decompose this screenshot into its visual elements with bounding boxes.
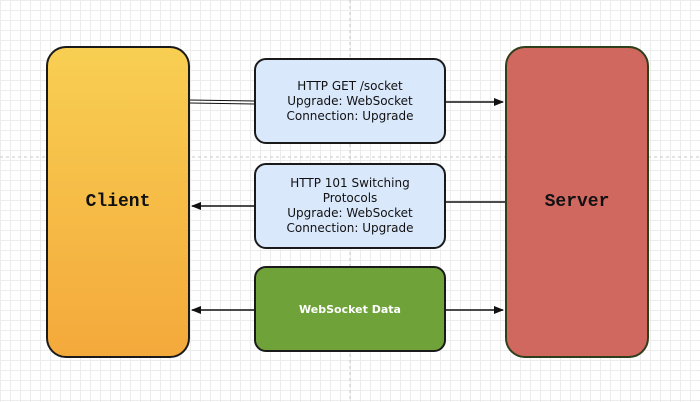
http-get-request-message[interactable]: HTTP GET /socket Upgrade: WebSocket Conn… bbox=[254, 58, 446, 144]
message-line: Upgrade: WebSocket bbox=[287, 206, 413, 220]
message-line: Connection: Upgrade bbox=[286, 221, 414, 235]
message-line: Connection: Upgrade bbox=[286, 108, 414, 123]
request-connector-line bbox=[189, 99, 255, 102]
http-101-response-message[interactable]: HTTP 101 Switching Protocols Upgrade: We… bbox=[254, 163, 446, 249]
websocket-data-message[interactable]: WebSocket Data bbox=[254, 266, 446, 352]
message-line: Protocols bbox=[322, 191, 378, 205]
message-line: HTTP 101 Switching bbox=[290, 176, 410, 190]
server-label: Server bbox=[544, 192, 610, 212]
message-line: HTTP GET /socket bbox=[297, 78, 403, 93]
server-node[interactable]: Server bbox=[505, 46, 649, 358]
request-connector-line bbox=[189, 102, 255, 105]
message-line: WebSocket Data bbox=[299, 302, 401, 316]
client-node[interactable]: Client bbox=[46, 46, 190, 358]
client-label: Client bbox=[85, 192, 151, 212]
message-line: Upgrade: WebSocket bbox=[287, 93, 413, 108]
